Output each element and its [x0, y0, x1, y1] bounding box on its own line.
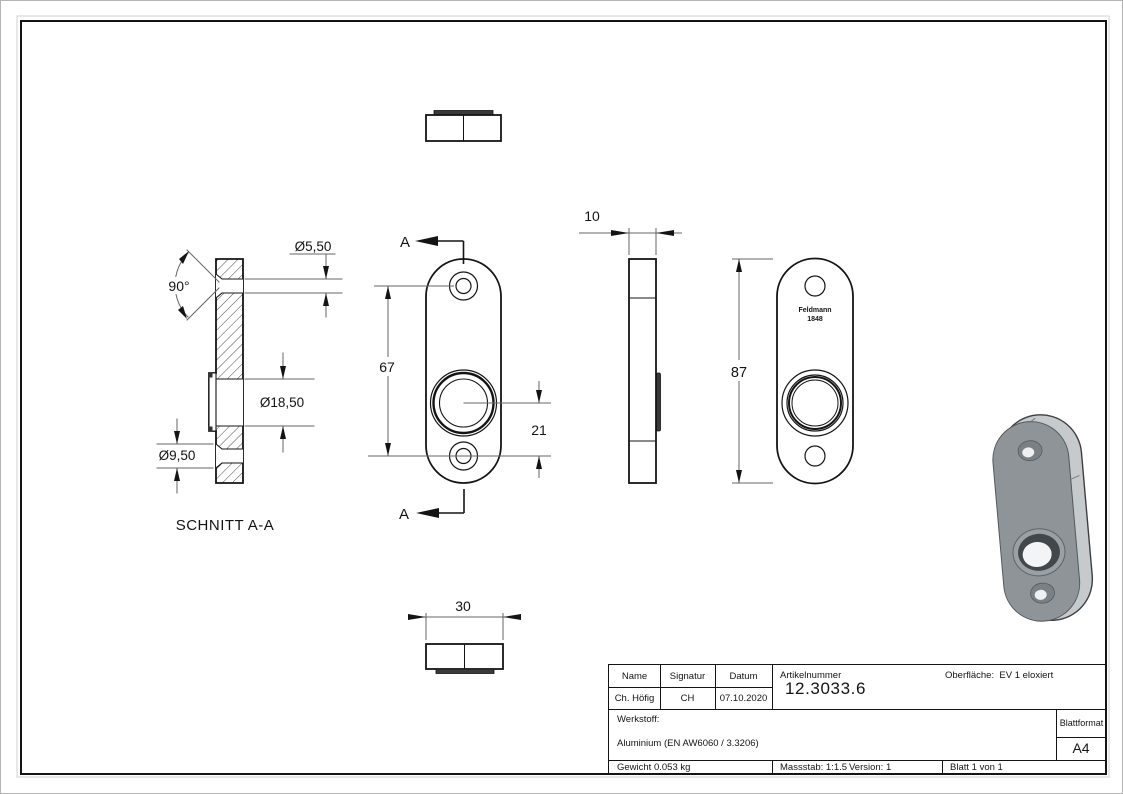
- frame-shadow: [16, 15, 1110, 778]
- drawing-frame: [20, 20, 1107, 775]
- dim-hole-large: Ø18,50: [260, 395, 304, 410]
- tb-article-number: 12.3033.6: [785, 679, 867, 698]
- tb-surface: Oberfläche: EV 1 eloxiert: [945, 670, 1053, 681]
- tb-surface-value: EV 1 eloxiert: [999, 670, 1054, 681]
- dim-width: 30: [455, 598, 471, 614]
- section-mark-bottom: A: [399, 506, 409, 523]
- section-mark-top: A: [400, 234, 410, 251]
- tb-article-label: Artikelnummer: [780, 670, 842, 681]
- back-view: Feldmann 1848 87: [725, 257, 854, 485]
- dim-center-offset: 21: [531, 422, 547, 438]
- side-view: 10: [579, 208, 682, 484]
- section-view: 90° Ø5,50 Ø18,50 Ø9,50 SCHNITT A-A: [149, 239, 343, 534]
- tb-surface-label: Oberfläche:: [945, 670, 995, 681]
- boss-groove-bottom: [208, 426, 213, 432]
- tb-format-label: Blattformat: [1059, 718, 1104, 728]
- tb-version: Version: 1: [849, 762, 892, 773]
- tb-header-name: Name: [621, 670, 648, 682]
- tb-header-date: Datum: [729, 670, 758, 682]
- dim-thickness: 10: [584, 208, 600, 224]
- title-block: Name Signatur Datum Ch. Höfig CH 07.10.2…: [608, 664, 1107, 775]
- tb-scale: Massstab: 1:1.5: [780, 762, 848, 773]
- dim-countersink: Ø9,50: [159, 448, 196, 463]
- section-label: SCHNITT A-A: [176, 517, 275, 534]
- tb-date: 07.10.2020: [719, 692, 768, 704]
- boss-strip-bottom: [435, 668, 495, 674]
- dim-angle: 90°: [168, 278, 189, 294]
- dim-hole-spacing: 67: [379, 359, 395, 375]
- dim-hole-small: Ø5,50: [295, 239, 332, 254]
- engraving-line1: Feldmann: [798, 307, 831, 314]
- section-arrow-bottom: [416, 508, 439, 518]
- isometric-view: [992, 414, 1094, 622]
- tb-name: Ch. Höfig: [614, 692, 655, 704]
- tb-material-label: Werkstoff:: [617, 714, 660, 725]
- tb-signature: CH: [680, 692, 695, 704]
- bottom-view: 30: [408, 598, 521, 674]
- section-arrow-top: [415, 236, 438, 246]
- tb-material: Aluminium (EN AW6060 / 3.3206): [617, 738, 759, 749]
- tb-sheet: Blatt 1 von 1: [950, 762, 1003, 773]
- dim-total-height: 87: [731, 365, 747, 381]
- tb-format: A4: [1072, 740, 1090, 756]
- tb-weight: Gewicht 0.053 kg: [617, 762, 691, 773]
- boss-profile: [656, 372, 661, 432]
- top-view: [425, 110, 502, 142]
- front-view: A A 67 21: [368, 234, 551, 523]
- boss-groove-top: [208, 372, 213, 378]
- engraving-line2: 1848: [807, 316, 823, 323]
- tb-header-signature: Signatur: [669, 670, 706, 682]
